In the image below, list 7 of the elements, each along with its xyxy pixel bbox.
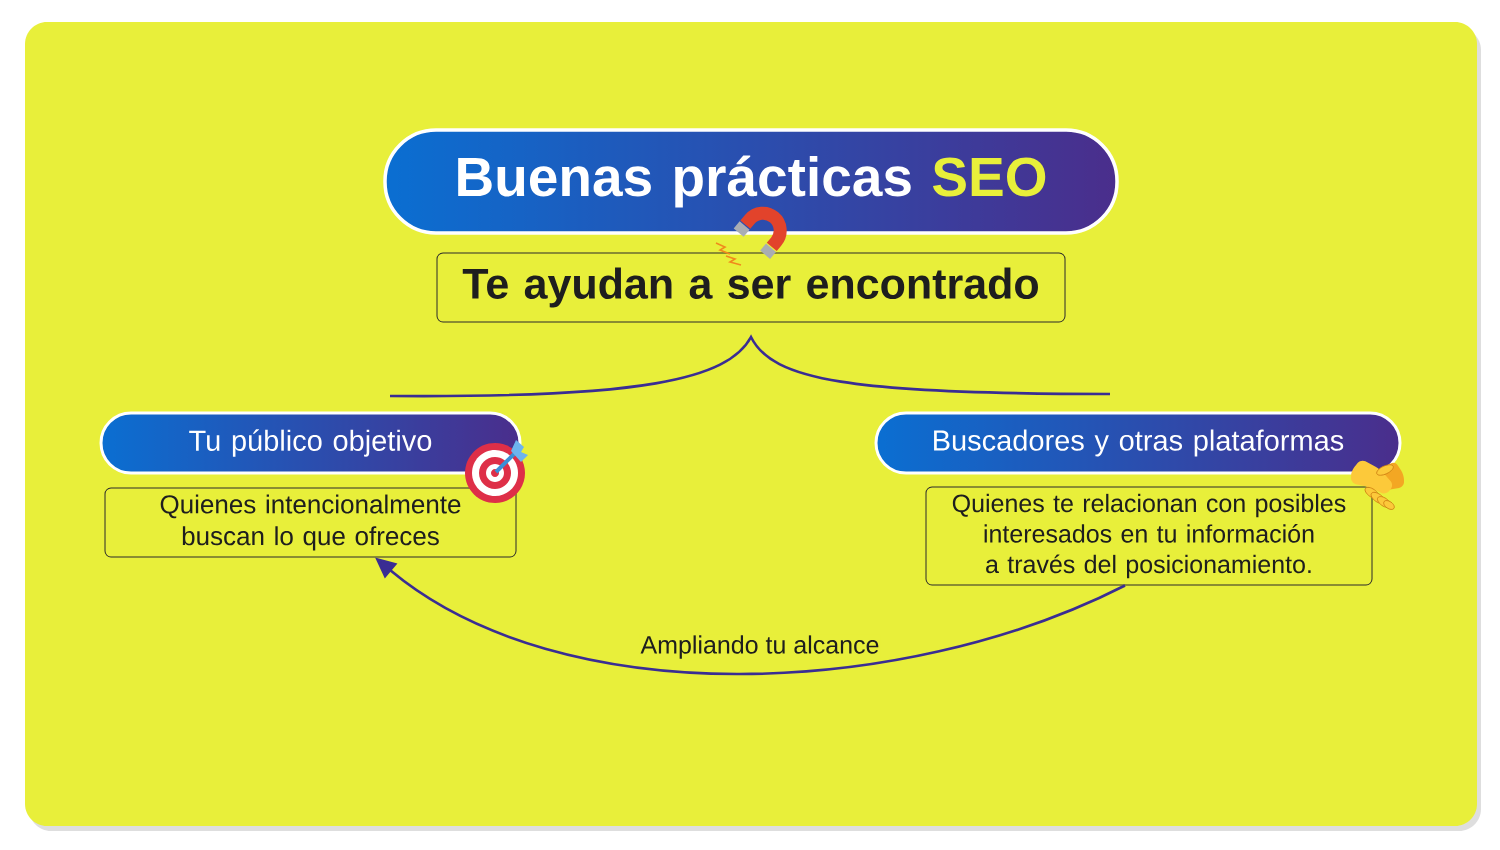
text-box: Quienes intencionalmente buscan lo que ofreces [104,487,517,558]
heading-pill: Buscadores y otras plataformas [874,411,1402,475]
heading-pill: Tu público objetivo [99,411,522,475]
text-box: Quienes te relacionan con posibles interesados en tu información a través del posicionamiento. [925,486,1373,586]
title-pill: Buenas prácticas SEO [383,128,1119,235]
edge-label: Ampliando tu alcance [639,634,881,660]
subtitle-box: Te ayudan a ser encontrado [436,252,1066,323]
